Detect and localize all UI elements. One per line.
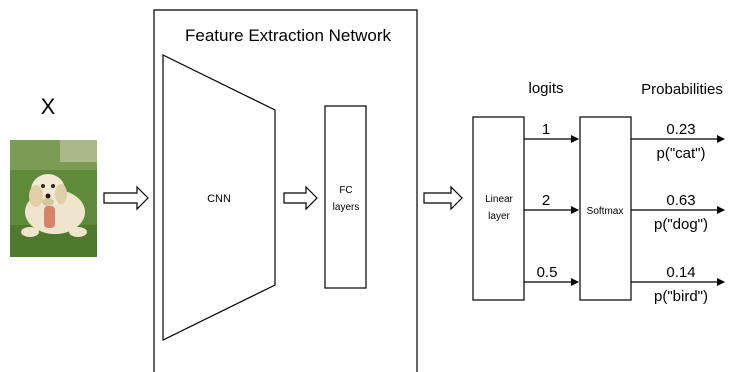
class-label-cat: p("cat") <box>657 145 706 162</box>
prob-value-dog: 0.63 <box>666 192 695 209</box>
class-label-dog: p("dog") <box>654 216 708 233</box>
softmax-label: Softmax <box>587 206 624 217</box>
class-label-bird: p("bird") <box>654 288 708 305</box>
logit-value-dog: 2 <box>542 192 550 209</box>
fc-layers-block <box>324 105 367 289</box>
linear-layer-block <box>472 116 525 301</box>
prob-value-cat: 0.23 <box>666 121 695 138</box>
hollow-arrow-input <box>103 185 149 211</box>
probabilities-header: Probabilities <box>641 81 723 98</box>
dog-photo <box>10 140 97 257</box>
cnn-label: CNN <box>207 193 231 205</box>
linear-layer-line2: layer <box>488 211 510 222</box>
feature-network-frame <box>153 9 418 372</box>
logit-value-cat: 1 <box>542 121 550 138</box>
prob-value-bird: 0.14 <box>666 264 695 281</box>
cnn-block <box>162 54 276 341</box>
softmax-block <box>579 116 632 301</box>
logits-header: logits <box>528 80 563 97</box>
hollow-arrow-cnn-to-fc <box>283 185 318 211</box>
fc-label-line2: layers <box>333 202 360 213</box>
hollow-arrow-fc-to-linear <box>423 185 463 211</box>
logit-value-bird: 0.5 <box>537 264 558 281</box>
linear-layer-line1: Linear <box>485 194 513 205</box>
fc-label-line1: FC <box>339 185 352 196</box>
feature-network-title: Feature Extraction Network <box>185 26 391 45</box>
input-label: X <box>41 94 56 119</box>
